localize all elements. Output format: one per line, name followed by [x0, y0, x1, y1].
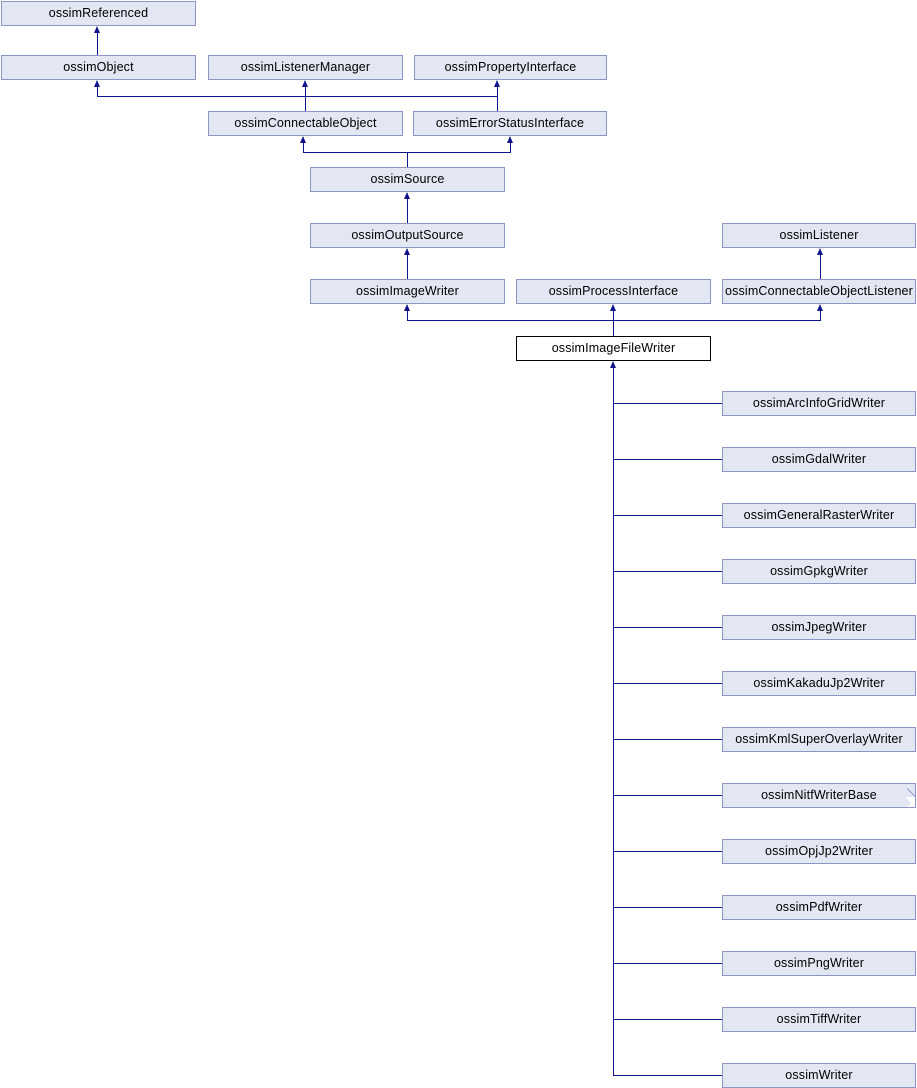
edge-line: [407, 255, 408, 279]
edge-arrow: [610, 304, 616, 311]
edge-line: [407, 152, 408, 167]
class-node-ossimListenerManager[interactable]: ossimListenerManager: [208, 55, 403, 80]
class-node-ossimNitfWriterBase[interactable]: ossimNitfWriterBase: [722, 783, 916, 808]
edge-branch: [613, 1075, 722, 1076]
edge-branch: [613, 571, 722, 572]
edge-line: [820, 255, 821, 279]
class-label: ossimImageWriter: [356, 284, 459, 299]
class-label: ossimReferenced: [48, 6, 149, 21]
class-node-ossimKmlSuperOverlayWriter[interactable]: ossimKmlSuperOverlayWriter: [722, 727, 916, 752]
edge-branch: [613, 851, 722, 852]
class-label: ossimTiffWriter: [776, 1012, 862, 1027]
edge-branch: [613, 963, 722, 964]
class-node-ossimPngWriter[interactable]: ossimPngWriter: [722, 951, 916, 976]
class-label: ossimOpjJp2Writer: [765, 844, 873, 859]
class-label: ossimPdfWriter: [775, 900, 863, 915]
edge-branch: [613, 627, 722, 628]
edge-bus: [407, 320, 821, 321]
class-node-ossimGdalWriter[interactable]: ossimGdalWriter: [722, 447, 916, 472]
class-node-ossimOpjJp2Writer[interactable]: ossimOpjJp2Writer: [722, 839, 916, 864]
class-label: ossimObject: [63, 60, 134, 75]
class-label: ossimErrorStatusInterface: [435, 116, 585, 131]
class-node-ossimErrorStatusInterface[interactable]: ossimErrorStatusInterface: [413, 111, 607, 136]
edge-arrow: [94, 26, 100, 33]
class-node-ossimPropertyInterface[interactable]: ossimPropertyInterface: [414, 55, 607, 80]
class-node-ossimGpkgWriter[interactable]: ossimGpkgWriter: [722, 559, 916, 584]
edge-line: [97, 33, 98, 55]
class-label: ossimArcInfoGridWriter: [752, 396, 886, 411]
class-node-ossimReferenced[interactable]: ossimReferenced: [1, 1, 196, 26]
class-label: ossimImageFileWriter: [551, 341, 676, 356]
class-label: ossimListenerManager: [240, 60, 371, 75]
class-label: ossimGpkgWriter: [770, 564, 868, 579]
edge-arrow: [610, 361, 616, 368]
class-node-ossimTiffWriter[interactable]: ossimTiffWriter: [722, 1007, 916, 1032]
edge-line: [305, 87, 306, 111]
class-node-ossimKakaduJp2Writer[interactable]: ossimKakaduJp2Writer: [722, 671, 916, 696]
edge-branch: [613, 515, 722, 516]
class-node-ossimOutputSource[interactable]: ossimOutputSource: [310, 223, 505, 248]
class-node-ossimGeneralRasterWriter[interactable]: ossimGeneralRasterWriter: [722, 503, 916, 528]
edge-arrow: [817, 248, 823, 255]
class-label: ossimProcessInterface: [548, 284, 679, 299]
edge-branch: [613, 795, 722, 796]
edge-bus: [97, 96, 498, 97]
edge-line: [303, 143, 304, 153]
class-node-ossimConnectableObject[interactable]: ossimConnectableObject: [208, 111, 403, 136]
hidden-children-fold-icon: [905, 797, 915, 807]
class-label: ossimWriter: [785, 1068, 853, 1083]
edge-branch: [613, 403, 722, 404]
class-node-ossimObject[interactable]: ossimObject: [1, 55, 196, 80]
class-label: ossimPngWriter: [773, 956, 865, 971]
subclass-trunk: [613, 368, 614, 1076]
class-node-ossimConnectableObjectListener[interactable]: ossimConnectableObjectListener: [722, 279, 916, 304]
edge-line: [613, 320, 614, 336]
class-label: ossimConnectableObject: [234, 116, 377, 131]
edge-line: [613, 311, 614, 321]
class-label: ossimPropertyInterface: [444, 60, 577, 75]
class-label: ossimGeneralRasterWriter: [743, 508, 895, 523]
edge-branch: [613, 1019, 722, 1020]
class-label: ossimConnectableObjectListener: [725, 284, 913, 299]
edge-line: [407, 199, 408, 223]
edge-arrow: [507, 136, 513, 143]
edge-arrow: [404, 192, 410, 199]
edge-line: [820, 311, 821, 321]
edge-arrow: [302, 80, 308, 87]
class-node-ossimJpegWriter[interactable]: ossimJpegWriter: [722, 615, 916, 640]
edge-arrow: [94, 80, 100, 87]
edge-branch: [613, 683, 722, 684]
edge-arrow: [404, 248, 410, 255]
class-node-ossimListener[interactable]: ossimListener: [722, 223, 916, 248]
edge-arrow: [404, 304, 410, 311]
class-node-ossimArcInfoGridWriter[interactable]: ossimArcInfoGridWriter: [722, 391, 916, 416]
class-node-ossimWriter[interactable]: ossimWriter: [722, 1063, 916, 1088]
class-label: ossimSource: [370, 172, 445, 187]
class-label: ossimNitfWriterBase: [761, 788, 877, 803]
class-node-ossimProcessInterface[interactable]: ossimProcessInterface: [516, 279, 711, 304]
class-label: ossimKakaduJp2Writer: [753, 676, 885, 691]
class-label: ossimOutputSource: [351, 228, 464, 243]
edge-branch: [613, 459, 722, 460]
edge-branch: [613, 907, 722, 908]
edge-line: [510, 143, 511, 153]
edge-arrow: [300, 136, 306, 143]
class-label: ossimJpegWriter: [771, 620, 867, 635]
edge-line: [407, 311, 408, 321]
edge-arrow: [494, 80, 500, 87]
edge-branch: [613, 739, 722, 740]
class-node-ossimSource[interactable]: ossimSource: [310, 167, 505, 192]
class-label: ossimGdalWriter: [771, 452, 867, 467]
class-node-ossimImageFileWriter[interactable]: ossimImageFileWriter: [516, 336, 711, 361]
edge-line: [97, 87, 98, 97]
edge-line: [497, 87, 498, 111]
class-node-ossimImageWriter[interactable]: ossimImageWriter: [310, 279, 505, 304]
class-label: ossimKmlSuperOverlayWriter: [735, 732, 903, 747]
edge-arrow: [817, 304, 823, 311]
class-node-ossimPdfWriter[interactable]: ossimPdfWriter: [722, 895, 916, 920]
class-label: ossimListener: [779, 228, 859, 243]
